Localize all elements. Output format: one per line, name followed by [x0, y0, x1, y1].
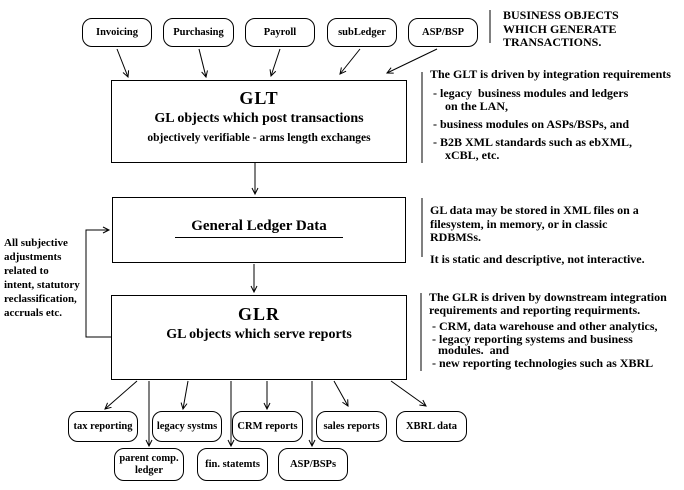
output-label: legacy systms	[156, 420, 218, 432]
output-box-legacy-systms: legacy systms	[152, 411, 222, 442]
glt-detail: objectively verifiable - arms length exc…	[147, 132, 371, 144]
glr-note-bullet: - CRM, data warehouse and other analytic…	[429, 319, 658, 333]
source-label: ASP/BSP	[421, 26, 464, 38]
glr-box: GLR GL objects which serve reports	[111, 295, 407, 380]
source-box-invoicing: Invoicing	[82, 18, 152, 47]
output-box-asp-bsps: ASP/BSPs	[278, 448, 348, 481]
glt-note-bullet: - legacy business modules and ledgers on…	[433, 86, 629, 113]
source-label: subLedger	[338, 26, 386, 38]
gld-note-storage: GL data may be stored in XML files on a …	[430, 203, 639, 244]
source-box-subledger: subLedger	[327, 18, 397, 47]
arrow-purchasing-to-glt	[198, 48, 208, 79]
output-box-sales-reports: sales reports	[316, 411, 387, 442]
glt-note-bullet: - business modules on ASPs/BSPs, and	[430, 117, 630, 131]
output-label: sales reports	[323, 420, 380, 432]
top-note: BUSINESS OBJECTS WHICH GENERATE TRANSACT…	[503, 8, 619, 49]
output-box-tax-reporting: tax reporting	[68, 411, 138, 442]
glt-annotation: The GLT is driven by integration require…	[430, 68, 684, 167]
gld-box: General Ledger Data	[112, 197, 406, 263]
arrow-payroll-to-glt	[269, 48, 281, 78]
output-label: parent comp. ledger	[119, 453, 179, 476]
glr-annotation: The GLR is driven by downstream integrat…	[429, 291, 684, 370]
glt-note-intro: The GLT is driven by integration require…	[430, 67, 671, 81]
feedback-note: All subjective adjustments related to in…	[4, 237, 80, 319]
arrow-glr-to-sales-reports	[333, 380, 349, 407]
arrow-glr-to-legacy-systms	[180, 380, 189, 411]
glr-subtitle: GL objects which serve reports	[166, 327, 352, 342]
output-label: fin. statemts	[205, 458, 260, 470]
arrow-invoicing-to-glt	[116, 48, 130, 79]
arrow-glr-to-xbrl-data	[390, 380, 427, 407]
glt-title: GLT	[239, 88, 279, 108]
gld-note-static: It is static and descriptive, not intera…	[430, 251, 645, 266]
glr-note-intro: The GLR is driven by downstream integrat…	[429, 290, 667, 317]
output-label: ASP/BSPs	[289, 458, 337, 470]
source-label: Purchasing	[173, 26, 224, 38]
source-box-payroll: Payroll	[245, 18, 315, 47]
output-box-crm-reports: CRM reports	[232, 411, 303, 442]
gld-annotation: GL data may be stored in XML files on a …	[430, 203, 682, 266]
glr-note-bullet: - legacy reporting systems and business …	[432, 331, 633, 357]
source-label: Payroll	[263, 26, 297, 38]
output-label: CRM reports	[237, 420, 298, 432]
output-box-xbrl-data: XBRL data	[396, 411, 467, 442]
source-box-purchasing: Purchasing	[163, 18, 234, 47]
output-box-fin-statemts: fin. statemts	[197, 448, 268, 481]
arrow-glr-to-tax-reporting	[104, 380, 138, 410]
glr-title: GLR	[237, 304, 280, 324]
glt-box: GLT GL objects which post transactions o…	[111, 80, 407, 163]
output-label: XBRL data	[405, 420, 458, 432]
arrow-subledger-to-glt	[339, 48, 361, 75]
gld-title: General Ledger Data	[175, 217, 343, 238]
glt-subtitle: GL objects which post transactions	[154, 111, 364, 126]
output-label: tax reporting	[73, 420, 133, 432]
source-box-aspbsp: ASP/BSP	[408, 18, 478, 47]
output-box-parent-comp-ledger: parent comp. ledger	[114, 448, 184, 481]
glt-note-bullet: - B2B XML standards such as ebXML, xCBL,…	[433, 135, 633, 162]
glr-note-bullet: - new reporting technologies such as XBR…	[429, 355, 654, 370]
source-label: Invoicing	[95, 26, 138, 38]
